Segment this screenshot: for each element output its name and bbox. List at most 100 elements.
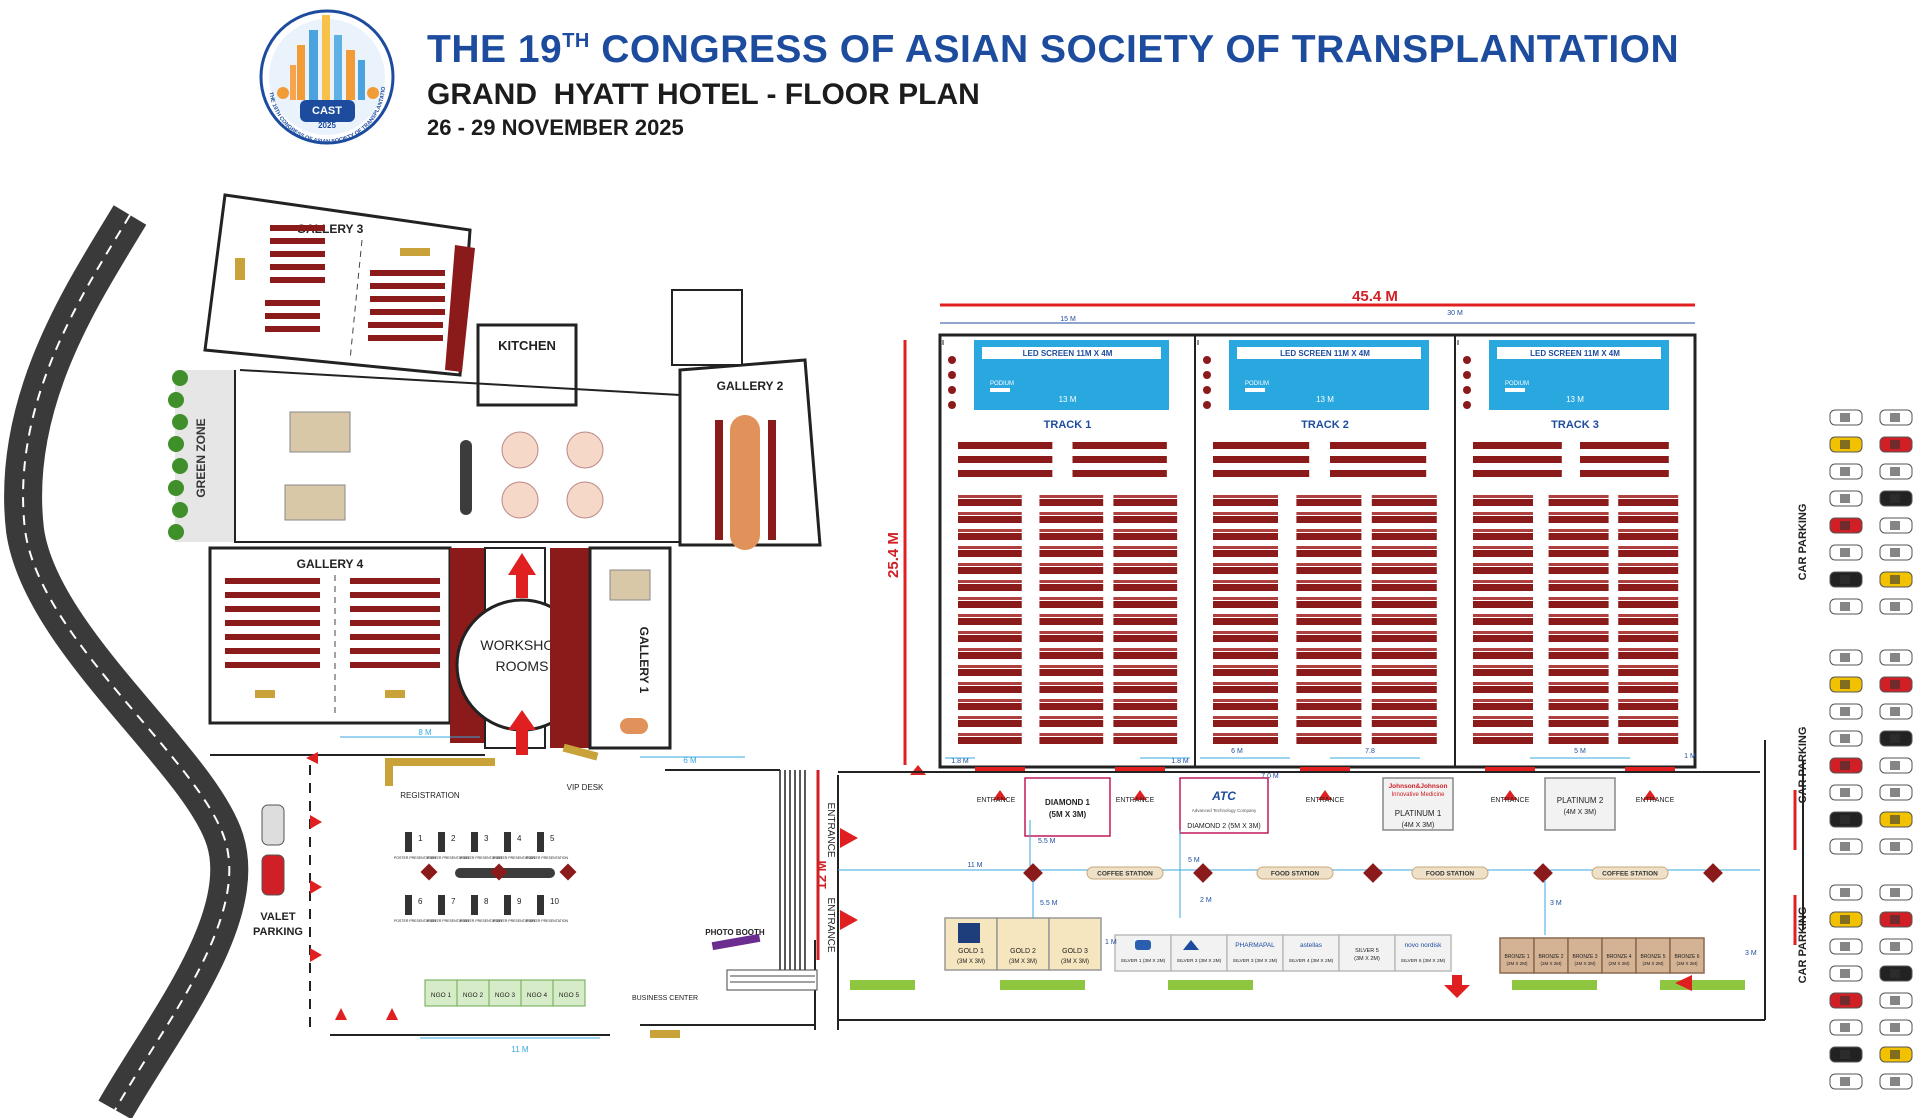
ngo-box — [520, 979, 554, 1007]
bronze-4[interactable]: BRONZE 4(2M X 2M) — [1601, 937, 1637, 974]
entrance-label: ENTRANCE — [977, 797, 1016, 804]
valet-arrows — [306, 752, 398, 1020]
poster-screen-icon — [537, 832, 544, 852]
station-2[interactable] — [1256, 866, 1334, 880]
dim-3m: 3 M — [1550, 900, 1562, 907]
gap-dim: 7.8 — [1365, 748, 1375, 755]
ngo-booth-4[interactable]: NGO 4 — [520, 979, 554, 1007]
booth-label: Innovative Medicine — [1391, 792, 1445, 798]
bronze-2-box — [1533, 937, 1569, 974]
gallery-1-label: GALLERY 1 — [637, 627, 651, 694]
green-zone-label: GREEN ZONE — [194, 418, 208, 497]
gallery-3[interactable]: GALLERY 3 — [203, 193, 475, 377]
gap-dim: 7.0 M — [1261, 773, 1279, 780]
poster-caption: POSTER PRESENTATION — [427, 919, 470, 923]
station-1[interactable] — [1086, 866, 1164, 880]
lounge — [234, 369, 681, 543]
green-zone: GREEN ZONE — [168, 370, 235, 542]
bronze-6[interactable]: BRONZE 6(2M X 2M) — [1669, 937, 1705, 974]
kitchen[interactable]: KITCHEN — [476, 323, 578, 407]
valet-label-2: PARKING — [253, 926, 303, 938]
booth-label: (5M X 3M) — [1049, 810, 1087, 819]
hall-height: 25.4 M — [885, 532, 902, 578]
ngo-booth-5[interactable]: NGO 5 — [552, 979, 586, 1007]
platinum-2[interactable]: PLATINUM 2(4M X 3M) — [1544, 777, 1616, 831]
ngo-label: NGO 5 — [559, 992, 580, 999]
exhibition-booths[interactable]: DIAMOND 1(5M X 3M) Advanced Technology Co… — [944, 777, 1705, 974]
poster-screen-icon — [471, 832, 478, 852]
bronze-3[interactable]: BRONZE 3(2M X 2M) — [1567, 937, 1603, 974]
classroom-seats — [958, 495, 1178, 744]
booth-label: GOLD 3 — [1062, 948, 1088, 955]
station-4[interactable] — [1591, 866, 1669, 880]
bronze-5[interactable]: BRONZE 5(2M X 2M) — [1635, 937, 1671, 974]
ngo-booth-2[interactable]: NGO 2 — [456, 979, 490, 1007]
led-screen-label: LED SCREEN 11M X 4M — [1530, 349, 1620, 358]
gold-3[interactable]: GOLD 3 (3M X 3M) — [1048, 917, 1102, 971]
diamond-1-box — [1024, 777, 1111, 837]
logo-year: 2025 — [318, 121, 336, 130]
bronze-3-box — [1567, 937, 1603, 974]
booth-label: (2M X 2M) — [1676, 961, 1698, 966]
workshop-line1: WORKSHOP — [480, 637, 563, 653]
business-center[interactable]: BUSINESS CENTER — [632, 995, 698, 1038]
entrance-label: ENTRANCE — [1116, 797, 1155, 804]
screen-width-label: 13 M — [1566, 395, 1584, 404]
silver-2[interactable]: SILVER 2 (3M X 2M) — [1170, 934, 1228, 972]
ngo-booth-1[interactable]: NGO 1 — [424, 979, 458, 1007]
ngo-booth-3[interactable]: NGO 3 — [488, 979, 522, 1007]
main-entrance[interactable]: ENTRANCE ENTRANCE 12 M — [726, 765, 926, 1030]
poster-number: 2 — [451, 834, 456, 843]
station-3[interactable] — [1411, 866, 1489, 880]
registration-desk[interactable]: REGISTRATION — [385, 758, 495, 800]
hall-entrances[interactable]: ENTRANCE ENTRANCE ENTRANCE ENTRANCE ENTR… — [975, 767, 1675, 804]
diamond-1[interactable]: DIAMOND 1(5M X 3M) — [1024, 777, 1111, 837]
photo-booth[interactable]: PHOTO BOOTH — [705, 928, 765, 951]
valet-parking[interactable]: VALET PARKING — [253, 804, 303, 938]
bronze-2[interactable]: BRONZE 2(2M X 2M) — [1533, 937, 1569, 974]
screen-banner — [1497, 347, 1661, 359]
poster-number: 3 — [484, 834, 489, 843]
poster-number: 5 — [550, 834, 555, 843]
booth-label: (3M X 3M) — [1061, 959, 1089, 965]
arrow-up-icon — [508, 710, 536, 755]
bronze-1[interactable]: BRONZE 1(2M X 2M) — [1499, 937, 1535, 974]
booth-label: BRONZE 3 — [1572, 954, 1597, 960]
silver-5[interactable]: SILVER 5(3M X 2M) — [1338, 934, 1396, 972]
poster-stands — [420, 863, 577, 881]
sponsor-logo-icon — [1183, 940, 1199, 950]
gallery-2[interactable]: GALLERY 2 — [678, 358, 822, 550]
poster-area — [420, 863, 577, 881]
vip-desk[interactable]: VIP DESK — [562, 743, 604, 792]
gallery-1[interactable]: GALLERY 1 — [588, 546, 672, 750]
front-row-seats — [1213, 442, 1427, 477]
gallery-4[interactable]: GALLERY 4 — [208, 546, 452, 725]
dim-2m: 2 M — [1200, 897, 1212, 904]
led-screen-label: LED SCREEN 11M X 4M — [1023, 349, 1113, 358]
gold-2[interactable]: GOLD 2(3M X 3M) — [996, 917, 1050, 971]
poster-screen-icon — [438, 895, 445, 915]
poster-caption: POSTER PRESENTATION — [493, 856, 536, 860]
silver-1[interactable]: SILVER 1 (3M X 2M) — [1114, 934, 1172, 972]
arrow-right-icon — [840, 828, 858, 848]
